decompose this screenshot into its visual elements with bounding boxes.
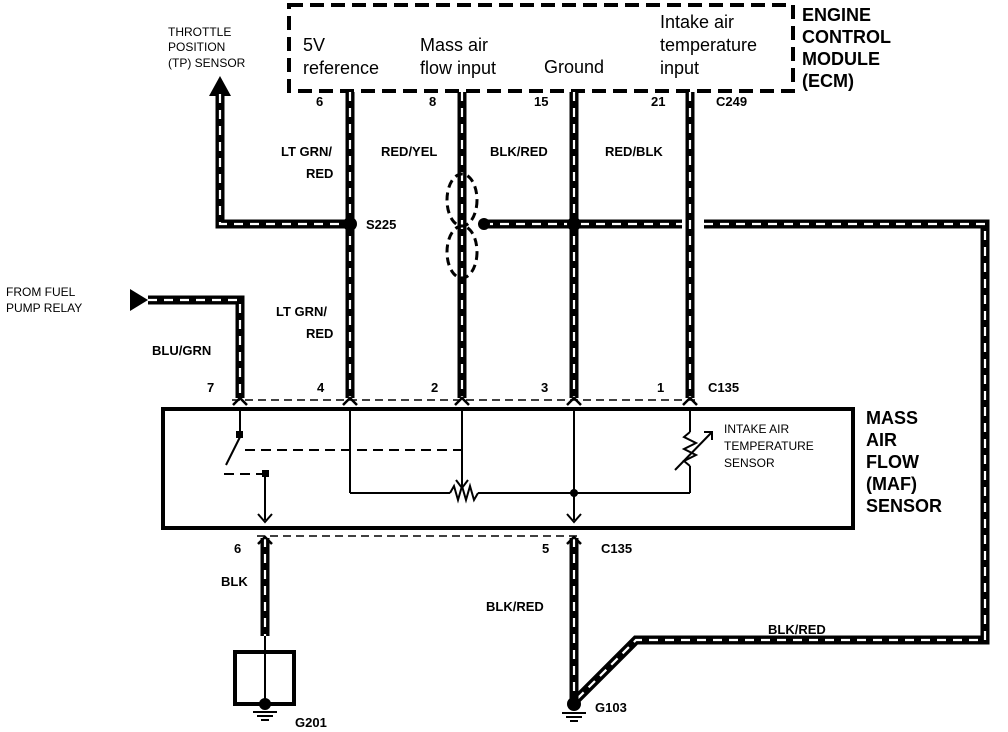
splice-ground-dot <box>567 217 581 231</box>
maf-title-line-4: (MAF) <box>866 474 917 494</box>
ground-g201-icon <box>253 711 277 721</box>
ecm-connector-c249: C249 <box>716 94 747 109</box>
splice-s225-label: S225 <box>366 217 396 232</box>
tp-sensor-line-1: THROTTLE <box>168 25 231 39</box>
maf-pin-number-7: 7 <box>207 380 214 395</box>
ground-g201-label: G201 <box>295 715 327 730</box>
ecm-pin-iat-label-2: temperature <box>660 35 757 55</box>
ground-g201-dot <box>259 698 271 710</box>
fuel-relay-arrow-icon <box>130 289 148 311</box>
ecm-title-line-1: ENGINE <box>802 5 871 25</box>
maf-top-pin-chevrons <box>232 396 698 406</box>
ground-g103-icon <box>562 712 586 722</box>
fuel-relay-line-2: PUMP RELAY <box>6 301 82 315</box>
ecm-pin-maf-label-2: flow input <box>420 58 496 78</box>
shield-drain-dot <box>478 218 490 230</box>
wire-label-blu-grn: BLU/GRN <box>152 343 211 358</box>
ecm-title-line-3: MODULE <box>802 49 880 69</box>
tp-sensor-line-2: POSITION <box>168 40 225 54</box>
iat-label-line-2: TEMPERATURE <box>724 439 814 453</box>
wire-label-lt-grn-red-bottom-1: LT GRN/ <box>276 304 327 319</box>
maf-pin-number-2: 2 <box>431 380 438 395</box>
wire-ground-splice-branch <box>484 219 990 704</box>
maf-title-line-5: SENSOR <box>866 496 942 516</box>
maf-pin-number-6: 6 <box>234 541 241 556</box>
ecm-pin-5v-label-2: reference <box>303 58 379 78</box>
wire-tp-signal <box>215 94 350 229</box>
iat-label-line-1: INTAKE AIR <box>724 422 789 436</box>
tp-sensor-line-3: (TP) SENSOR <box>168 56 246 70</box>
ground-g103-dot <box>567 697 581 711</box>
ecm-pin-number-21: 21 <box>651 94 665 109</box>
wire-label-blk: BLK <box>221 574 248 589</box>
maf-pin-number-4: 4 <box>317 380 325 395</box>
maf-title-line-2: AIR <box>866 430 897 450</box>
wire-label-lt-grn-red-top-2: RED <box>306 166 333 181</box>
wire-label-lt-grn-red-bottom-2: RED <box>306 326 333 341</box>
ecm-title-line-2: CONTROL <box>802 27 891 47</box>
maf-pin-number-3: 3 <box>541 380 548 395</box>
ground-g103-label: G103 <box>595 700 627 715</box>
ecm-pin-iat-label-3: input <box>660 58 699 78</box>
maf-pin-number-5: 5 <box>542 541 549 556</box>
maf-bottom-pin-chevrons <box>257 535 582 545</box>
wire-label-lt-grn-red-top-1: LT GRN/ <box>281 144 332 159</box>
tp-sensor-arrow-icon <box>209 76 231 96</box>
ecm-pin-iat-label-1: Intake air <box>660 12 734 32</box>
ecm-pin-maf-label-1: Mass air <box>420 35 488 55</box>
maf-sensor-title: MASS AIR FLOW (MAF) SENSOR <box>866 408 942 516</box>
splice-s225-dot <box>343 217 357 231</box>
ecm-pin-number-8: 8 <box>429 94 436 109</box>
ecm-pin-number-15: 15 <box>534 94 548 109</box>
wire-label-blk-red-ground: BLK/RED <box>486 599 544 614</box>
ecm-pin-5v-label-1: 5V <box>303 35 325 55</box>
wire-fuel-pump-power <box>148 295 245 398</box>
maf-connector-c135-top: C135 <box>708 380 739 395</box>
maf-sensor-box <box>161 407 855 530</box>
maf-title-line-1: MASS <box>866 408 918 428</box>
ecm-pin-labels: 5V reference Mass air flow input Ground … <box>303 12 757 78</box>
fuel-relay-label: FROM FUEL PUMP RELAY <box>6 285 82 315</box>
maf-internal-circuit <box>224 409 713 524</box>
maf-connector-c135-bottom: C135 <box>601 541 632 556</box>
iat-label-line-3: SENSOR <box>724 456 775 470</box>
shield-icon <box>445 172 479 280</box>
wire-label-blk-red-top: BLK/RED <box>490 144 548 159</box>
maf-pin-number-1: 1 <box>657 380 664 395</box>
wire-label-red-yel: RED/YEL <box>381 144 437 159</box>
wire-label-blk-red-right: BLK/RED <box>768 622 826 637</box>
tp-sensor-label: THROTTLE POSITION (TP) SENSOR <box>168 25 246 70</box>
ecm-title: ENGINE CONTROL MODULE (ECM) <box>802 5 891 91</box>
ecm-pin-ground-label: Ground <box>544 57 604 77</box>
wire-label-red-blk: RED/BLK <box>605 144 663 159</box>
ecm-pin-numbers: 6 8 15 21 C249 <box>316 94 747 109</box>
ecm-pin-number-6: 6 <box>316 94 323 109</box>
maf-top-pin-numbers: 7 4 2 3 1 C135 <box>207 380 739 395</box>
maf-title-line-3: FLOW <box>866 452 919 472</box>
iat-sensor-label: INTAKE AIR TEMPERATURE SENSOR <box>724 422 814 470</box>
fuel-relay-line-1: FROM FUEL <box>6 285 76 299</box>
ecm-box <box>287 3 795 93</box>
ecm-title-line-4: (ECM) <box>802 71 854 91</box>
